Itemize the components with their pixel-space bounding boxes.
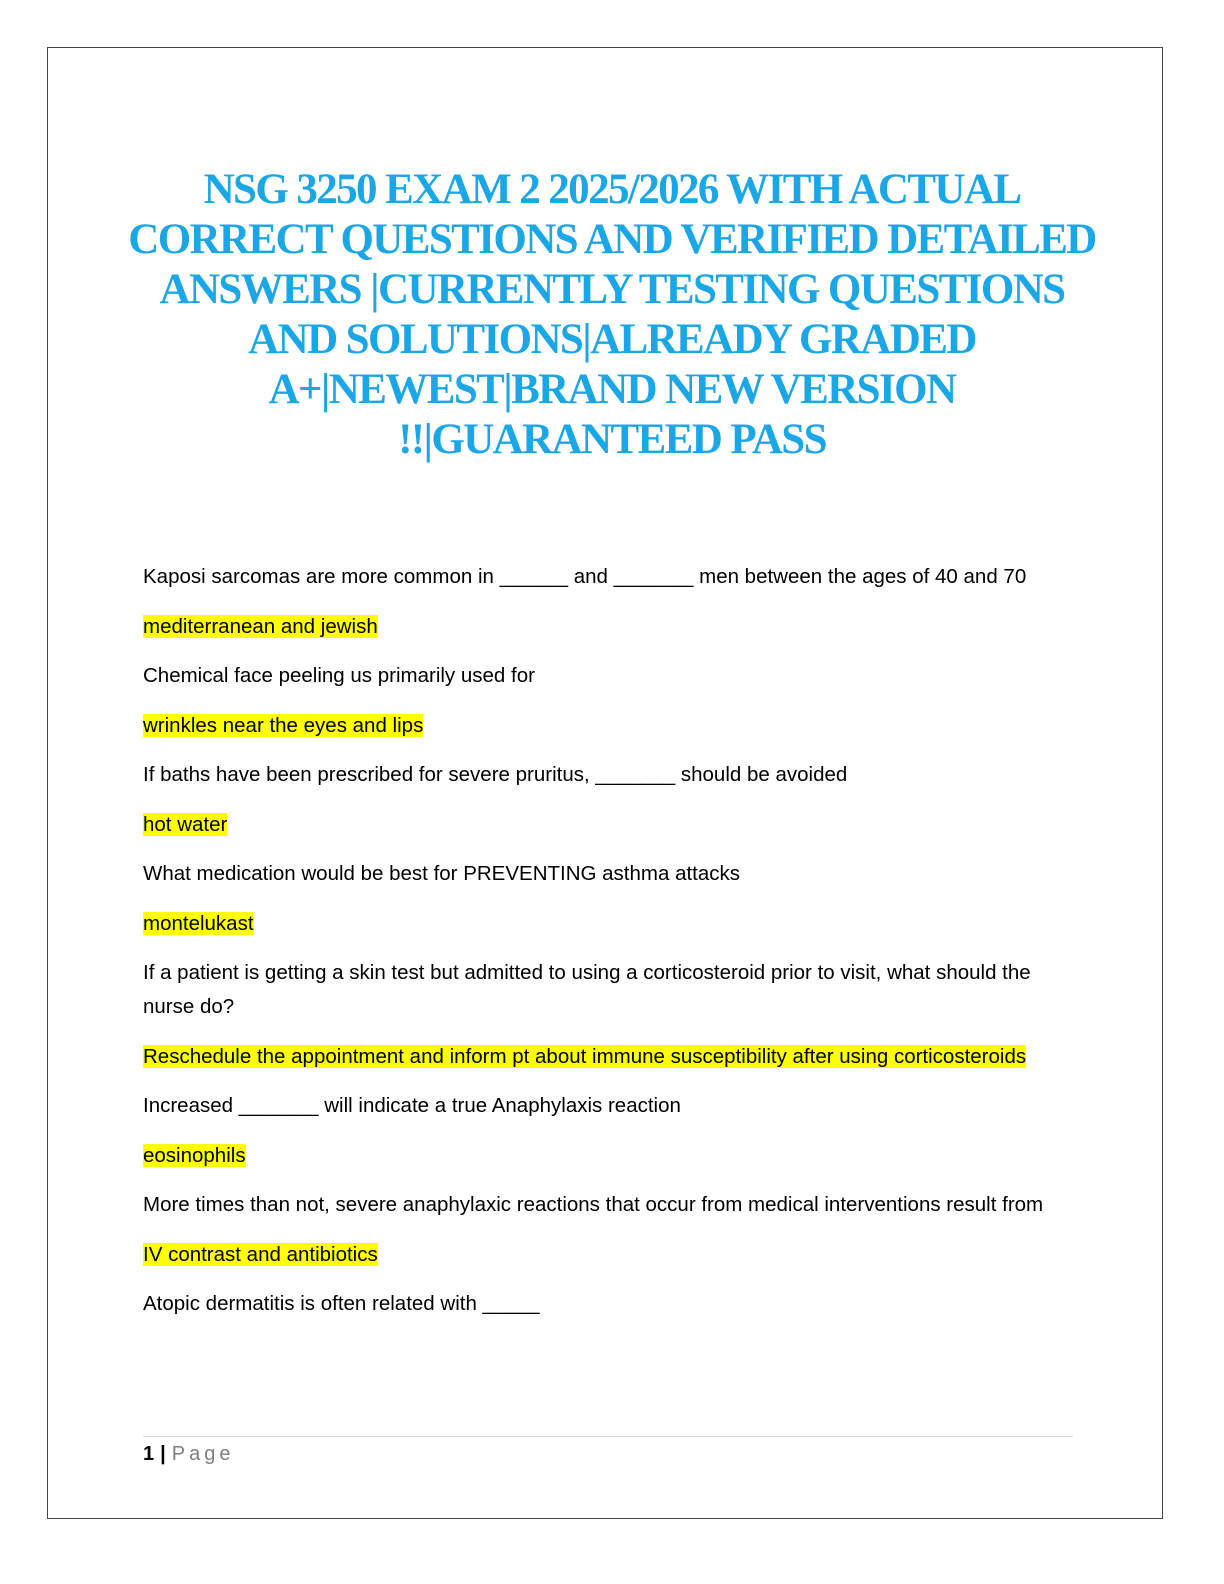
answer-highlight: wrinkles near the eyes and lips [143, 713, 424, 737]
page-footer: 1|Page [143, 1440, 234, 1468]
page-label: Page [171, 1443, 235, 1465]
page-border [47, 47, 1163, 1519]
footer-separator: | [160, 1443, 166, 1465]
answer-highlight: montelukast [143, 911, 254, 935]
answer: Reschedule the appointment and inform pt… [143, 1040, 1083, 1074]
answer-highlight: IV contrast and antibiotics [143, 1242, 378, 1266]
question: If a patient is getting a skin test but … [143, 961, 1031, 1018]
question: If baths have been prescribed for severe… [143, 763, 848, 786]
answer: mediterranean and jewish [143, 610, 1083, 644]
answer-highlight: Reschedule the appointment and inform pt… [143, 1044, 1027, 1068]
question: Increased _______ will indicate a true A… [143, 1094, 681, 1117]
answer: IV contrast and antibiotics [143, 1238, 1083, 1272]
answer: eosinophils [143, 1139, 1083, 1173]
document-title: NSG 3250 EXAM 2 2025/2026 WITH ACTUAL CO… [128, 166, 1097, 463]
page-number: 1 [143, 1443, 155, 1465]
question: Kaposi sarcomas are more common in _____… [143, 565, 1027, 588]
answer: wrinkles near the eyes and lips [143, 709, 1083, 743]
answer: hot water [143, 808, 1083, 842]
qa-list: Kaposi sarcomas are more common in _____… [143, 560, 1083, 1337]
question: Chemical face peeling us primarily used … [143, 664, 535, 687]
answer-highlight: hot water [143, 812, 228, 836]
footer-divider [143, 1436, 1073, 1437]
question: Atopic dermatitis is often related with … [143, 1292, 540, 1315]
question: More times than not, severe anaphylaxic … [143, 1193, 1044, 1216]
answer-highlight: eosinophils [143, 1143, 246, 1167]
answer-highlight: mediterranean and jewish [143, 614, 378, 638]
question: What medication would be best for PREVEN… [143, 862, 741, 885]
answer: montelukast [143, 907, 1083, 941]
